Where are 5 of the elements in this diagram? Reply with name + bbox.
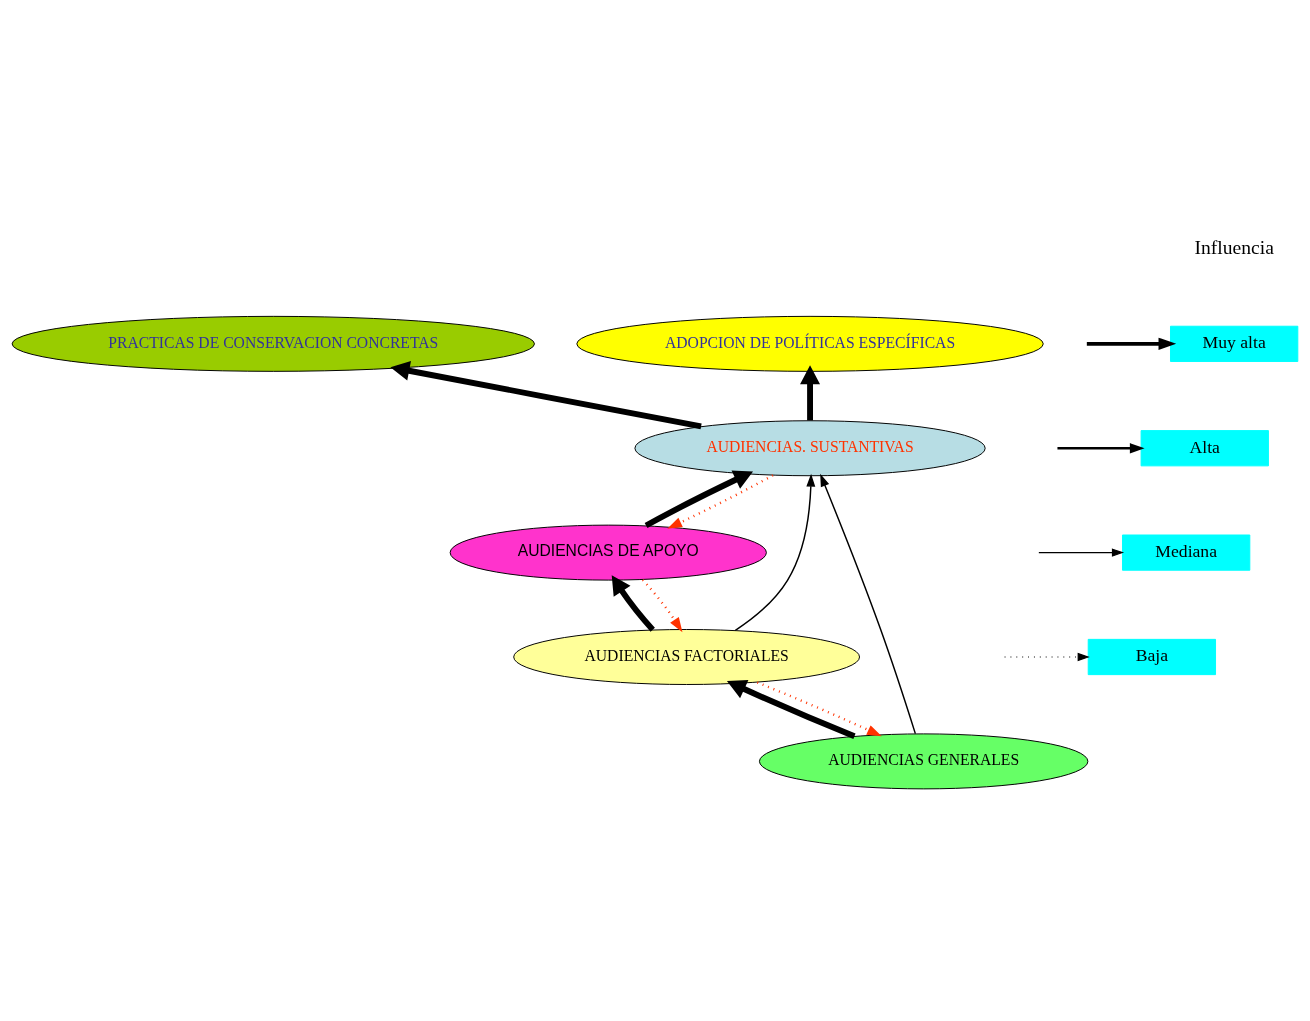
legend-label: Muy alta (1202, 332, 1266, 353)
legend-label: Mediana (1155, 540, 1217, 561)
label: Influencia (1194, 237, 1274, 259)
legend-label: Baja (1135, 645, 1169, 666)
legend-label: Alta (1189, 436, 1220, 457)
